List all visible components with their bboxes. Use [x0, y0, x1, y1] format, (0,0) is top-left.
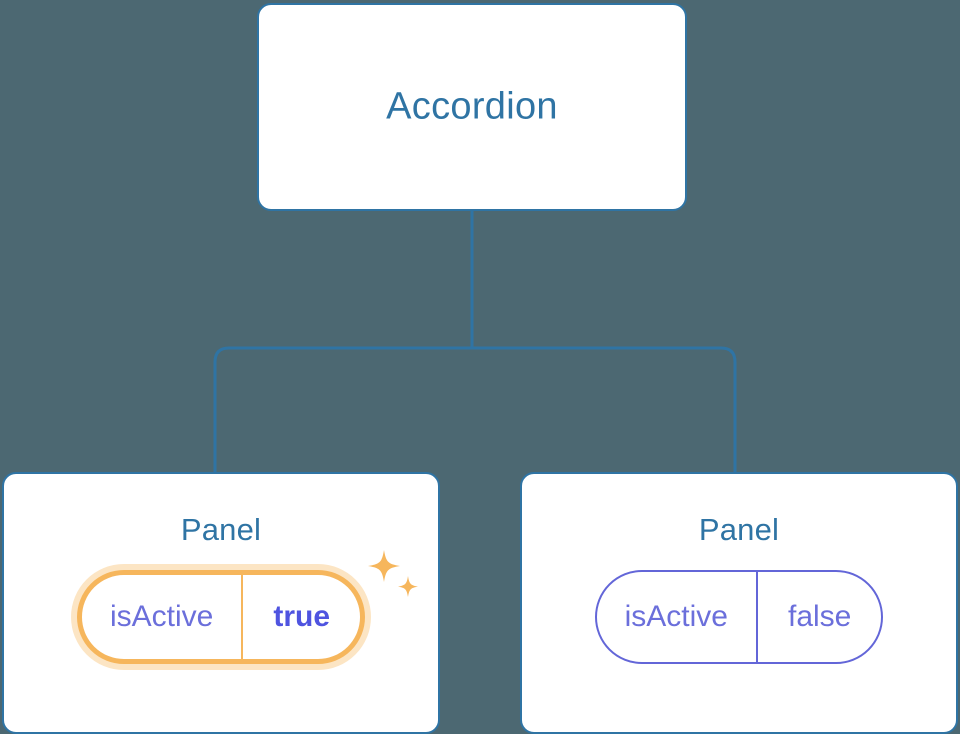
node-panel-right-title: Panel — [698, 512, 780, 547]
prop-pill-isactive-true[interactable]: isActive true — [76, 570, 366, 664]
node-accordion[interactable]: Accordion — [257, 3, 687, 211]
connector-branch-bar — [213, 346, 737, 472]
node-accordion-title: Accordion — [386, 85, 558, 128]
node-panel-right[interactable]: Panel isActive false — [520, 472, 958, 734]
node-panel-left-title: Panel — [180, 512, 262, 547]
node-panel-left[interactable]: Panel isActive true — [2, 472, 440, 734]
prop-value: false — [755, 572, 881, 662]
prop-key: isActive — [624, 600, 728, 633]
prop-value: true — [241, 575, 360, 659]
prop-key: isActive — [109, 600, 214, 633]
prop-pill-isactive-false[interactable]: isActive false — [594, 570, 884, 664]
